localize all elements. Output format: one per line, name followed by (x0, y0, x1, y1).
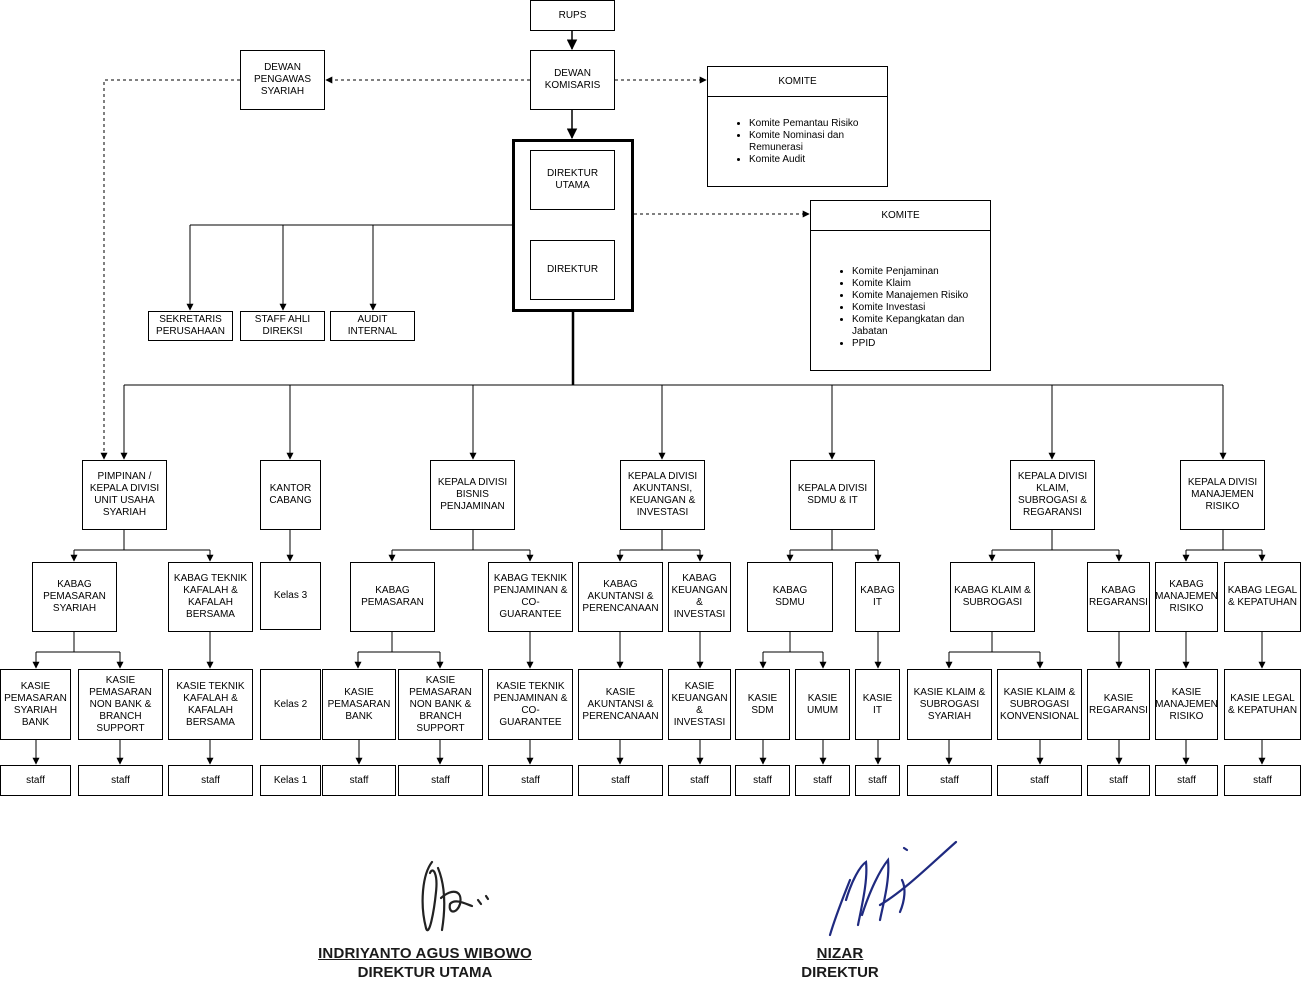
staff-box: staff (78, 765, 163, 796)
staff-box: staff (398, 765, 483, 796)
signature-right-title: DIREKTUR (801, 964, 879, 981)
staff-box: staff (907, 765, 992, 796)
direktur-box: DIREKTUR (530, 240, 615, 300)
staff-box: staff (168, 765, 253, 796)
division-risiko-box: KEPALA DIVISI MANAJEMEN RISIKO (1180, 460, 1265, 530)
division-bisnis-box: KEPALA DIVISI BISNIS PENJAMINAN (430, 460, 515, 530)
list-item: Komite Manajemen Risiko (852, 290, 990, 302)
kelas-3-box: Kelas 3 (260, 562, 321, 630)
staff-box: staff (855, 765, 900, 796)
kabag-akuntansi-box: KABAG AKUNTANSI & PERENCANAAN (578, 562, 663, 632)
kasie-klaim-syariah-box: KASIE KLAIM & SUBROGASI SYARIAH (907, 669, 992, 740)
kasie-teknik-penjaminan-box: KASIE TEKNIK PENJAMINAN & CO- GUARANTEE (488, 669, 573, 740)
signature-right-name: NIZAR (816, 945, 864, 962)
komite-komisaris-list: Komite Pemantau Risiko Komite Nominasi d… (708, 118, 887, 166)
staff-box: staff (997, 765, 1082, 796)
komite-komisaris-box: KOMITE Komite Pemantau Risiko Komite Nom… (707, 66, 888, 187)
dewan-komisaris-box: DEWAN KOMISARIS (530, 50, 615, 110)
kabag-regaransi-box: KABAG REGARANSI (1087, 562, 1150, 632)
staff-box: staff (1087, 765, 1150, 796)
kabag-sdmu-box: KABAG SDMU (747, 562, 833, 632)
staff-box: staff (735, 765, 790, 796)
rups-box: RUPS (530, 0, 615, 31)
audit-internal-box: AUDIT INTERNAL (330, 311, 415, 341)
komite-komisaris-title: KOMITE (708, 67, 887, 97)
staff-box: staff (1155, 765, 1218, 796)
kabag-keuangan-box: KABAG KEUANGAN & INVESTASI (668, 562, 731, 632)
kasie-klaim-konvensional-box: KASIE KLAIM & SUBROGASI KONVENSIONAL (997, 669, 1082, 740)
signature-right-scribble (828, 840, 958, 937)
sekretaris-perusahaan-box: SEKRETARIS PERUSAHAAN (148, 311, 233, 341)
list-item: Komite Pemantau Risiko (749, 118, 887, 130)
signature-left-name: INDRIYANTO AGUS WIBOWO (318, 945, 532, 962)
list-item: Komite Penjaminan (852, 266, 990, 278)
kasie-manajemen-risiko-box: KASIE MANAJEMEN RISIKO (1155, 669, 1218, 740)
kasie-pemasaran-bank-box: KASIE PEMASARAN BANK (322, 669, 396, 740)
signature-left-scribble (421, 860, 490, 932)
list-item: Komite Kepangkatan dan Jabatan (852, 314, 990, 338)
kabag-pemasaran-box: KABAG PEMASARAN (350, 562, 435, 632)
staff-box: staff (322, 765, 396, 796)
list-item: Komite Investasi (852, 302, 990, 314)
signature-left-title: DIREKTUR UTAMA (357, 964, 493, 981)
kabag-teknik-penjaminan-box: KABAG TEKNIK PENJAMINAN & CO-GUARANTEE (488, 562, 573, 632)
kasie-legal-box: KASIE LEGAL & KEPATUHAN (1224, 669, 1301, 740)
division-klaim-box: KEPALA DIVISI KLAIM, SUBROGASI & REGARAN… (1010, 460, 1095, 530)
kabag-teknik-kafalah-box: KABAG TEKNIK KAFALAH & KAFALAH BERSAMA (168, 562, 253, 632)
kabag-pemasaran-syariah-box: KABAG PEMASARAN SYARIAH (32, 562, 117, 632)
kabag-manajemen-risiko-box: KABAG MANAJEMEN RISIKO (1155, 562, 1218, 632)
kabag-it-box: KABAG IT (855, 562, 900, 632)
kasie-pemasaran-nonbank-syariah-box: KASIE PEMASARAN NON BANK & BRANCH SUPPOR… (78, 669, 163, 740)
kabag-klaim-box: KABAG KLAIM & SUBROGASI (950, 562, 1035, 632)
komite-direksi-list: Komite Penjaminan Komite Klaim Komite Ma… (811, 266, 990, 350)
staff-box: staff (578, 765, 663, 796)
signature-left: INDRIYANTO AGUS WIBOWO DIREKTUR UTAMA (310, 945, 540, 981)
dewan-pengawas-syariah-box: DEWAN PENGAWAS SYARIAH (240, 50, 325, 110)
direksi-group-box (512, 139, 634, 312)
kabag-legal-box: KABAG LEGAL & KEPATUHAN (1224, 562, 1301, 632)
staff-box: staff (1224, 765, 1301, 796)
kasie-umum-box: KASIE UMUM (795, 669, 850, 740)
kasie-pemasaran-nonbank-box: KASIE PEMASARAN NON BANK & BRANCH SUPPOR… (398, 669, 483, 740)
kasie-it-box: KASIE IT (855, 669, 900, 740)
kasie-pemasaran-syariah-bank-box: KASIE PEMASARAN SYARIAH BANK (0, 669, 71, 740)
division-akuntansi-box: KEPALA DIVISI AKUNTANSI, KEUANGAN & INVE… (620, 460, 705, 530)
kelas-1-box: Kelas 1 (260, 765, 321, 796)
kasie-sdm-box: KASIE SDM (735, 669, 790, 740)
list-item: Komite Audit (749, 154, 887, 166)
division-sdmu-box: KEPALA DIVISI SDMU & IT (790, 460, 875, 530)
kasie-keuangan-box: KASIE KEUANGAN & INVESTASI (668, 669, 731, 740)
division-kantor-cabang-box: KANTOR CABANG (260, 460, 321, 530)
division-syariah-box: PIMPINAN / KEPALA DIVISI UNIT USAHA SYAR… (82, 460, 167, 530)
staff-box: staff (668, 765, 731, 796)
list-item: Komite Klaim (852, 278, 990, 290)
list-item: PPID (852, 338, 990, 350)
komite-direksi-box: KOMITE Komite Penjaminan Komite Klaim Ko… (810, 200, 991, 371)
signature-right: NIZAR DIREKTUR (790, 945, 890, 981)
kasie-regaransi-box: KASIE REGARANSI (1087, 669, 1150, 740)
staff-box: staff (795, 765, 850, 796)
kelas-2-box: Kelas 2 (260, 669, 321, 740)
list-item: Komite Nominasi dan Remunerasi (749, 130, 887, 154)
direktur-utama-box: DIREKTUR UTAMA (530, 150, 615, 210)
komite-direksi-title: KOMITE (811, 201, 990, 231)
staff-ahli-direksi-box: STAFF AHLI DIREKSI (240, 311, 325, 341)
kasie-akuntansi-box: KASIE AKUNTANSI & PERENCANAAN (578, 669, 663, 740)
staff-box: staff (0, 765, 71, 796)
staff-box: staff (488, 765, 573, 796)
kasie-teknik-kafalah-box: KASIE TEKNIK KAFALAH & KAFALAH BERSAMA (168, 669, 253, 740)
